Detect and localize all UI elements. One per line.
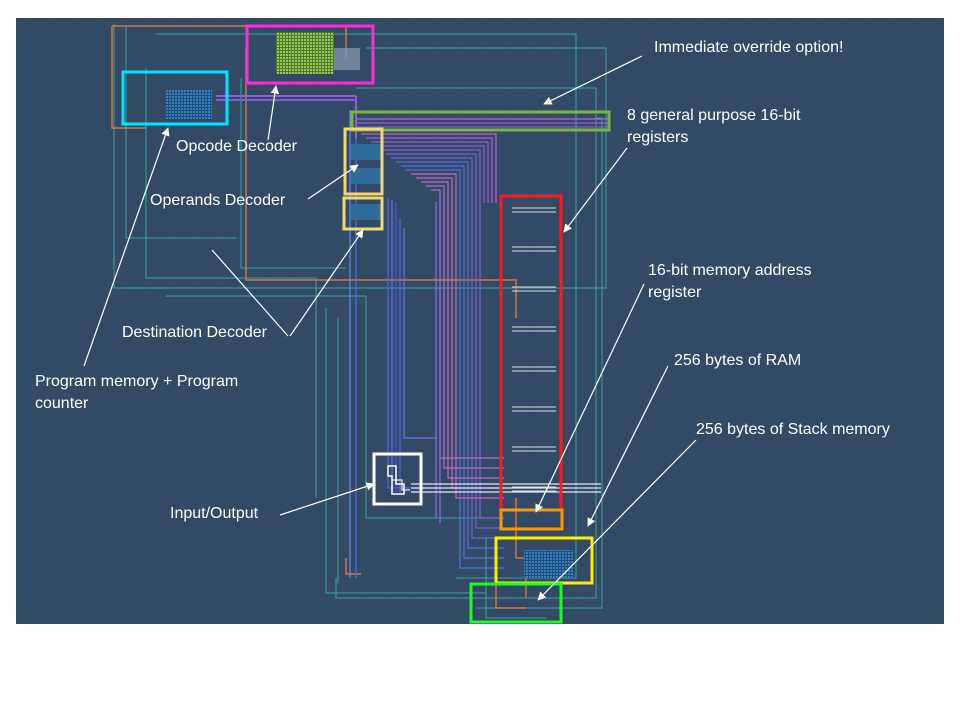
highlight-immediate-override [350, 110, 611, 132]
arrow-immediate [543, 55, 643, 105]
arrow-opcode [267, 85, 280, 141]
operand-block-1 [351, 144, 381, 160]
destination-block [351, 204, 381, 220]
arrow-destination-tail [211, 249, 289, 337]
opcode-logic-block [334, 48, 360, 70]
label-registers-line2: registers [627, 129, 689, 146]
io-lines [392, 479, 601, 493]
label-destination-decoder: Destination Decoder [122, 324, 267, 341]
highlight-opcode-decoder [245, 24, 375, 85]
io-symbol-icon [387, 465, 405, 495]
arrow-program-memory [83, 127, 170, 367]
highlight-operands-decoder [343, 127, 384, 196]
label-immediate-override: Immediate override option! [654, 39, 844, 56]
arrow-operands [307, 164, 359, 200]
highlight-stack [469, 582, 563, 624]
immediate-bus [356, 118, 608, 128]
ram-block [524, 550, 574, 578]
arrow-destination [289, 229, 364, 337]
label-registers-line1: 8 general purpose 16-bit [627, 107, 801, 124]
arrow-stack [537, 439, 697, 601]
circuit-diagram: Immediate override option! 8 general pur… [16, 18, 944, 624]
arrow-mar [535, 283, 645, 513]
highlight-io [372, 452, 423, 506]
label-mar-line1: 16-bit memory address [648, 262, 812, 279]
register-bus [349, 108, 504, 578]
label-stack: 256 bytes of Stack memory [696, 421, 890, 438]
arrow-ram [587, 365, 669, 527]
program-memory-block [166, 90, 212, 120]
annotation-arrows [83, 55, 697, 601]
label-io: Input/Output [170, 505, 259, 522]
label-ram: 256 bytes of RAM [674, 352, 802, 369]
label-opcode-decoder: Opcode Decoder [176, 138, 297, 155]
highlight-program-memory [121, 70, 229, 126]
label-program-memory-line2: counter [35, 395, 89, 412]
arrow-io [279, 482, 375, 516]
arrow-registers [563, 147, 628, 233]
label-operands-decoder: Operands Decoder [150, 192, 286, 209]
label-mar-line2: register [648, 284, 702, 301]
outer-wiring [113, 24, 607, 619]
highlight-destination-decoder [342, 196, 384, 231]
highlight-mar [499, 508, 564, 531]
label-program-memory-line1: Program memory + Program [35, 373, 239, 390]
circuit-wiring [16, 18, 944, 624]
register-rows [512, 207, 556, 492]
opcode-block [276, 32, 334, 74]
operand-block-2 [351, 168, 381, 184]
highlight-boxes [121, 24, 611, 624]
